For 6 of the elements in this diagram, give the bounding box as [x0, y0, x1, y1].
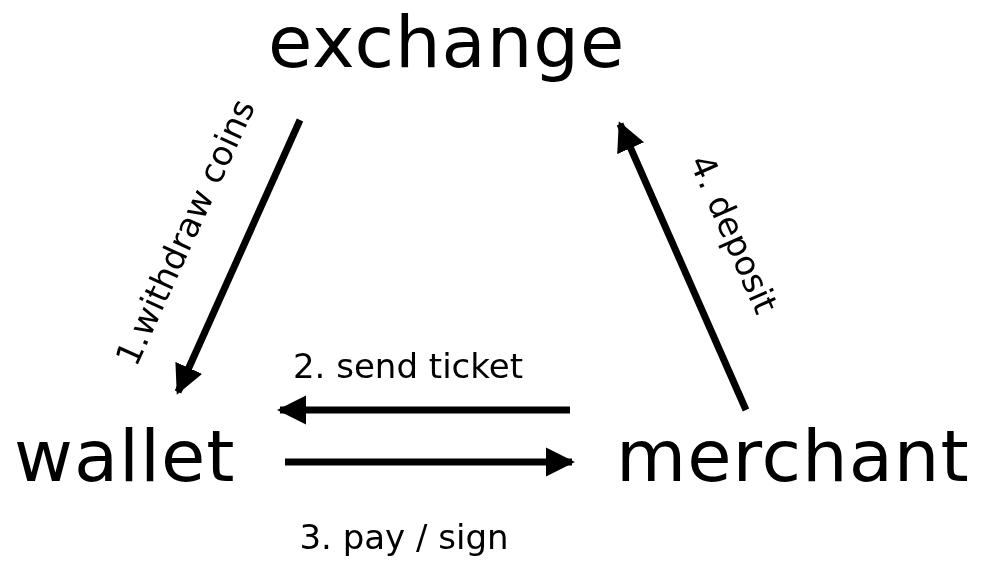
- node-label: merchant: [616, 420, 970, 492]
- arrow: [174, 118, 304, 395]
- edge-label: 2. send ticket: [293, 349, 523, 383]
- node-label: wallet: [14, 420, 236, 492]
- arrow: [616, 121, 750, 412]
- edge-label: 3. pay / sign: [299, 520, 509, 554]
